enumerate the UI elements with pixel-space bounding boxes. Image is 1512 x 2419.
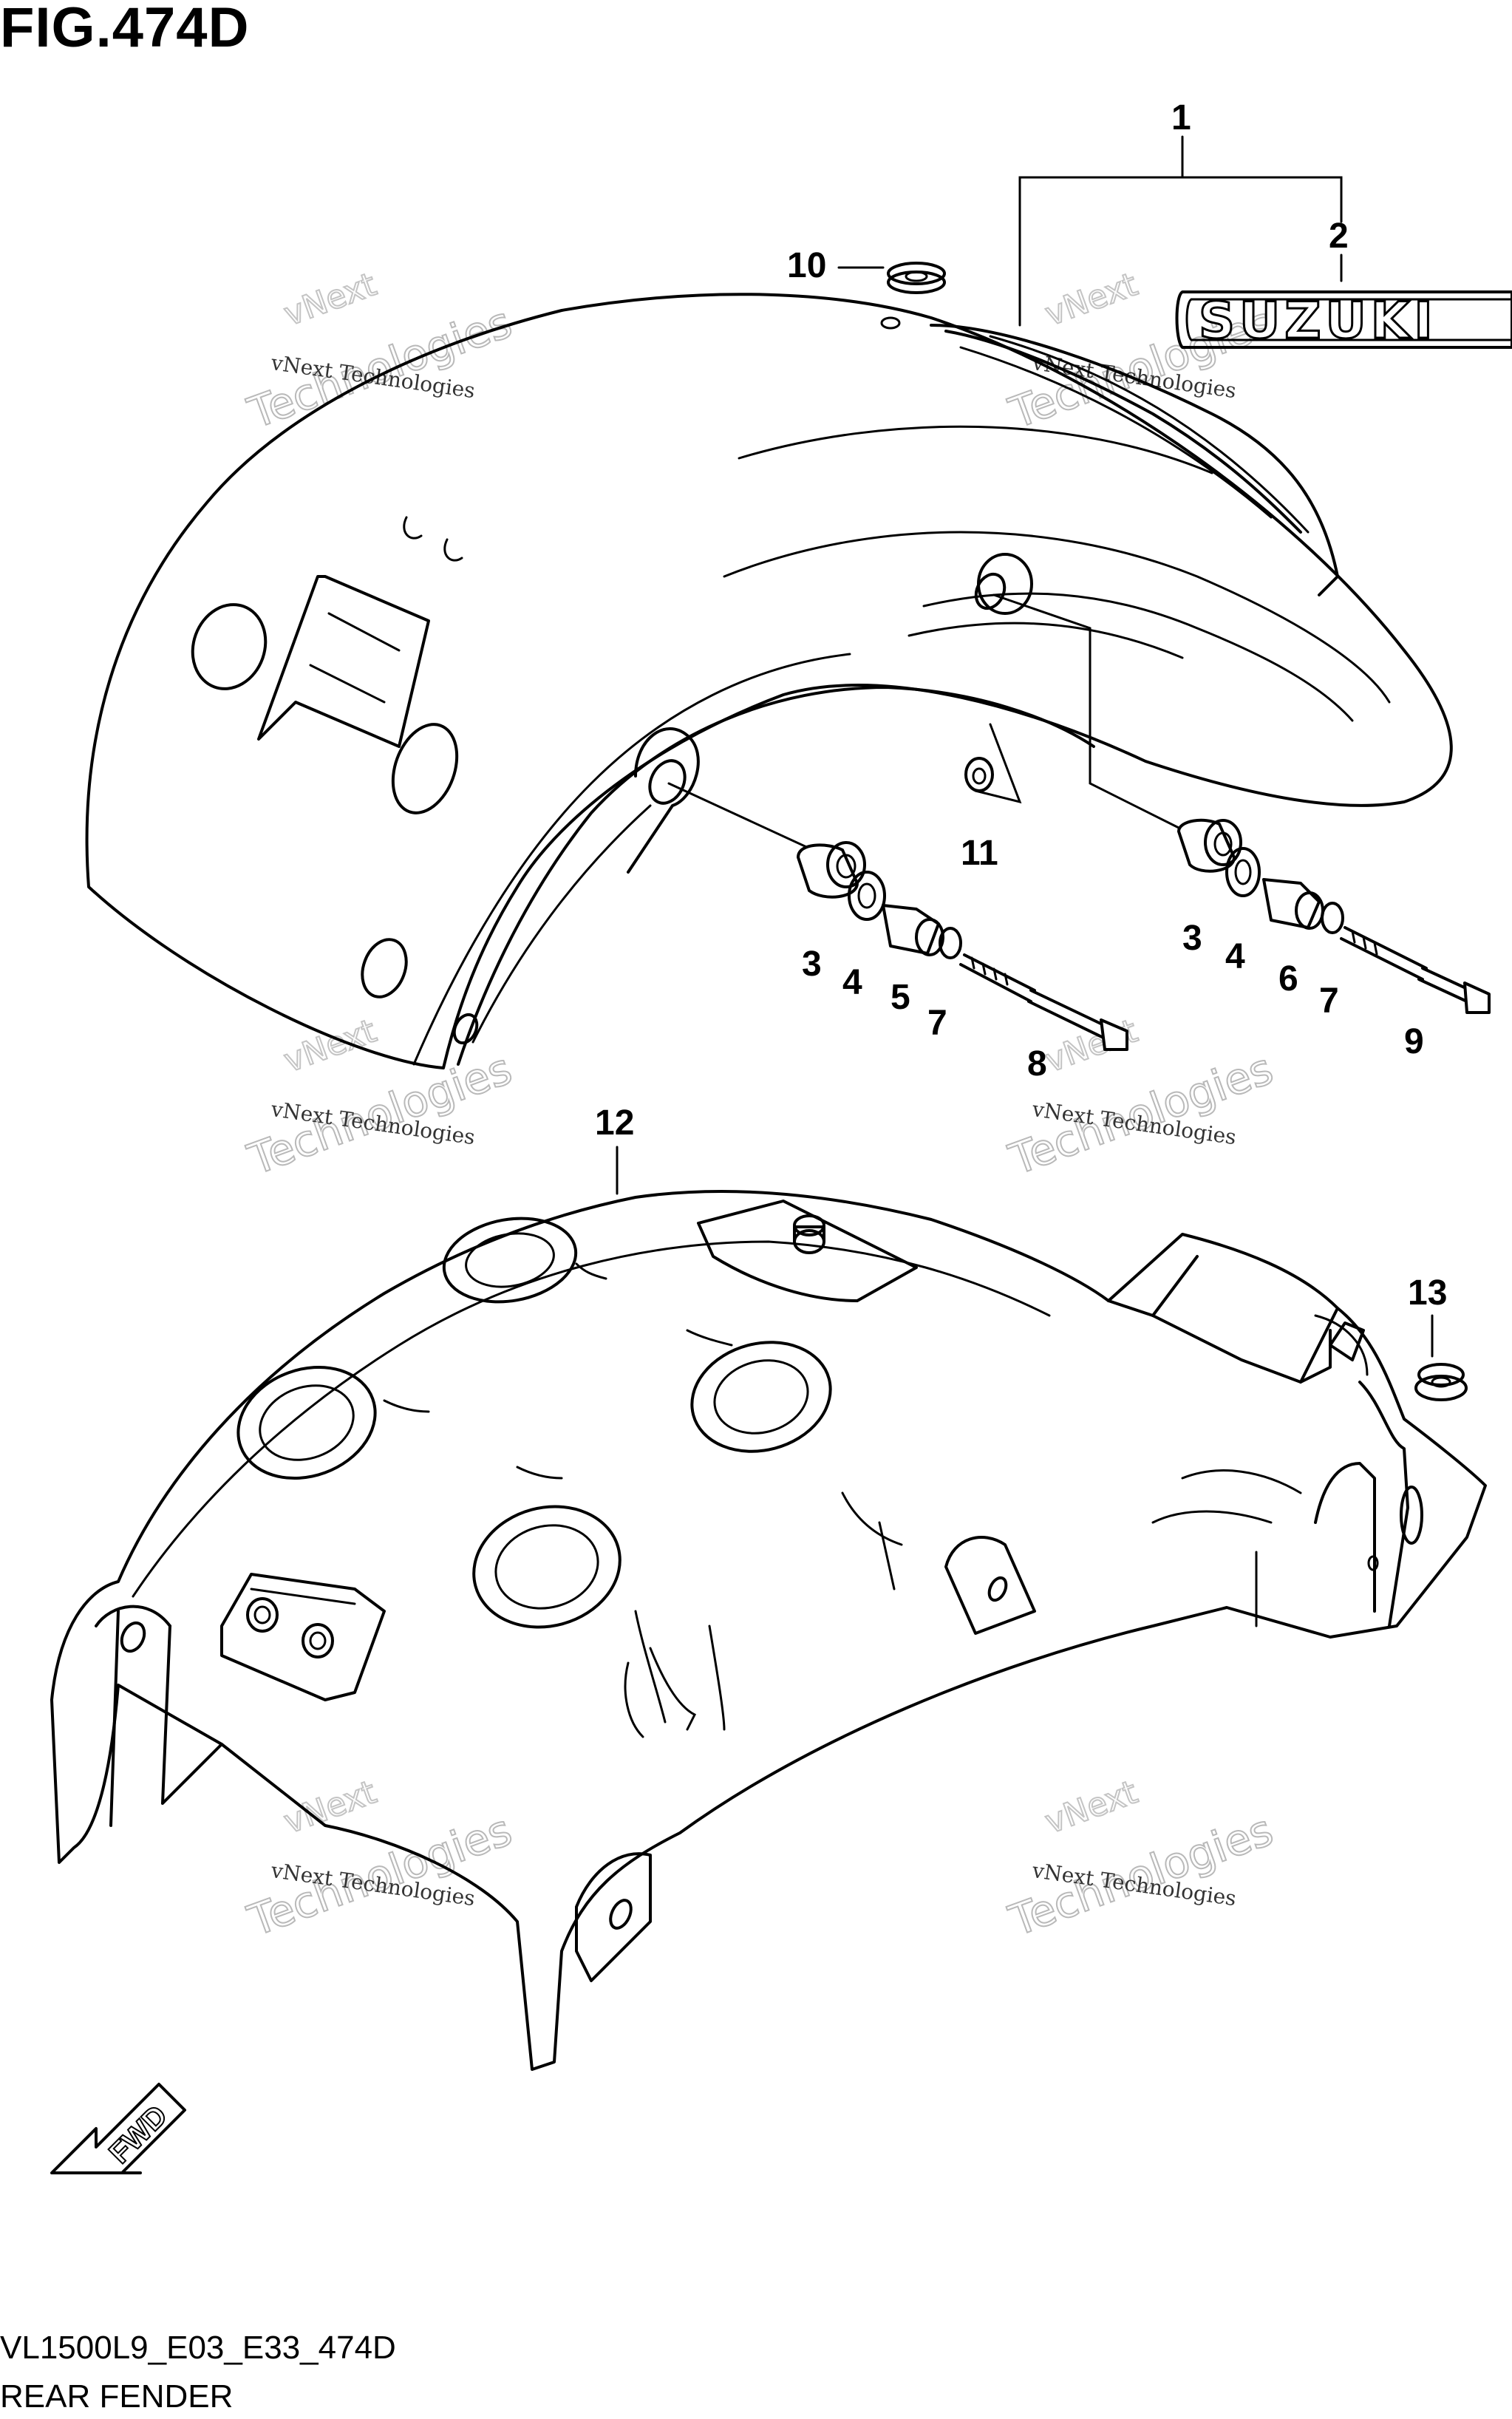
emblem-text: SUZUKI — [1199, 292, 1437, 350]
watermark-group: vNext Technologies vNext Technologies vN… — [241, 265, 1280, 1947]
callout-5: 5 — [890, 978, 910, 1017]
fastener-stack-left — [797, 841, 1128, 1051]
nut-part-10 — [887, 262, 946, 294]
callout-6: 6 — [1278, 959, 1298, 998]
fwd-arrow: FWD — [50, 2083, 186, 2174]
callout-4-right: 4 — [1225, 937, 1245, 976]
callout-3-left: 3 — [802, 945, 822, 984]
callout-4-left: 4 — [842, 963, 862, 1002]
fastener-stack-right — [1177, 818, 1491, 1014]
rear-fender-cover — [85, 293, 1453, 1069]
callout-7-right: 7 — [1319, 981, 1339, 1021]
suzuki-emblem: SUZUKI — [1175, 290, 1512, 352]
callout-11: 11 — [961, 834, 998, 873]
callout-8: 8 — [1027, 1044, 1047, 1083]
callout-3-right: 3 — [1182, 919, 1202, 958]
rear-fender-main — [50, 1189, 1487, 2071]
watermark-small: vNext — [1041, 1773, 1142, 1841]
callout-2: 2 — [1329, 217, 1349, 256]
callout-13: 13 — [1408, 1273, 1447, 1313]
nut-part-13 — [1414, 1314, 1468, 1401]
watermark-small: vNext — [279, 1773, 381, 1841]
figure-title: FIG.474D — [0, 0, 250, 59]
callout-1: 1 — [1171, 98, 1191, 137]
watermark-small: vNext — [279, 1012, 381, 1080]
callout-9: 9 — [1404, 1022, 1424, 1061]
callout-7-left: 7 — [927, 1004, 947, 1043]
callout-labels: 1 2 3 3 4 4 5 6 7 7 8 9 10 11 12 13 — [595, 98, 1447, 1313]
callout-10: 10 — [787, 246, 826, 285]
nut-part-11 — [964, 757, 994, 792]
leader-lines-upper — [667, 135, 1343, 851]
model-code: VL1500L9_E03_E33_474D — [0, 2330, 396, 2366]
watermark-small: vNext — [279, 265, 381, 333]
watermark-small: vNext — [1041, 265, 1142, 333]
section-name: REAR FENDER — [0, 2378, 234, 2415]
callout-12: 12 — [595, 1103, 634, 1143]
